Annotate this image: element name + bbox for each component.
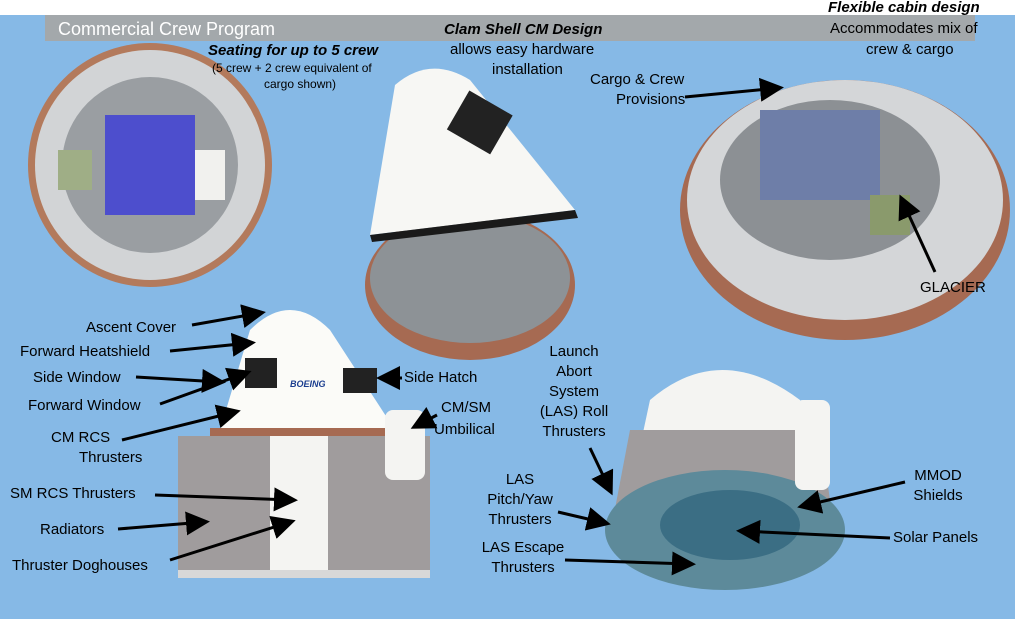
capsule-side-view	[178, 310, 430, 578]
clam-note-1: allows easy hardware	[450, 41, 595, 58]
label-doghouses: Thruster Doghouses	[12, 557, 148, 574]
label-forward-window: Forward Window	[28, 397, 141, 414]
clam-note-2: installation	[492, 61, 563, 78]
label-forward-heatshield: Forward Heatshield	[20, 343, 151, 360]
boeing-logo: BOEING	[290, 379, 326, 389]
cabin-top-view-5-crew	[28, 43, 272, 287]
label-radiators: Radiators	[40, 521, 105, 538]
line: (LAS) Roll	[539, 403, 609, 420]
line: Shields	[913, 487, 963, 504]
line: LAS	[505, 471, 535, 488]
label-sm-rcs: SM RCS Thrusters	[10, 485, 136, 502]
label-mmod: MMOD Shields	[905, 466, 971, 506]
service-module-bottom-view	[605, 370, 845, 590]
clam-title: Clam Shell CM Design	[444, 21, 603, 38]
line: Thrusters	[488, 511, 552, 528]
flex-note-2: crew & cargo	[866, 41, 954, 58]
label-ascent-cover: Ascent Cover	[86, 319, 177, 336]
seating-title: Seating for up to 5 crew	[208, 42, 379, 59]
line: Pitch/Yaw	[487, 491, 553, 508]
line: LAS Escape	[481, 539, 565, 556]
label-cargo-1: Cargo & Crew	[590, 71, 685, 88]
label-umbilical-1: CM/SM	[441, 399, 491, 416]
line: Launch	[549, 343, 599, 360]
label-solar-panels: Solar Panels	[893, 529, 979, 546]
label-cm-rcs-1: CM RCS	[51, 429, 111, 446]
page-title: Commercial Crew Program	[58, 19, 276, 39]
label-umbilical-2: Umbilical	[434, 421, 495, 438]
line: Thrusters	[491, 559, 555, 576]
label-glacier: GLACIER	[920, 279, 986, 296]
line: Abort	[556, 363, 592, 380]
flex-title: Flexible cabin design	[828, 0, 980, 16]
header-bar	[45, 15, 975, 41]
cabin-top-view-crew-cargo	[680, 80, 1010, 340]
seating-note-2: cargo shown)	[264, 77, 337, 91]
flex-note-1: Accommodates mix of	[830, 20, 978, 37]
line: MMOD	[914, 467, 962, 484]
callout-arrows	[117, 77, 937, 576]
line: Thrusters	[542, 423, 606, 440]
label-cargo-2: Provisions	[616, 91, 686, 108]
label-side-hatch: Side Hatch	[404, 369, 478, 386]
seating-note-1: (5 crew + 2 crew equivalent of	[212, 61, 372, 75]
clam-shell-capsule	[365, 68, 578, 360]
line: System	[548, 383, 599, 400]
top-strip	[0, 0, 1015, 15]
label-side-window: Side Window	[33, 369, 121, 386]
label-cm-rcs-2: Thrusters	[79, 449, 143, 466]
